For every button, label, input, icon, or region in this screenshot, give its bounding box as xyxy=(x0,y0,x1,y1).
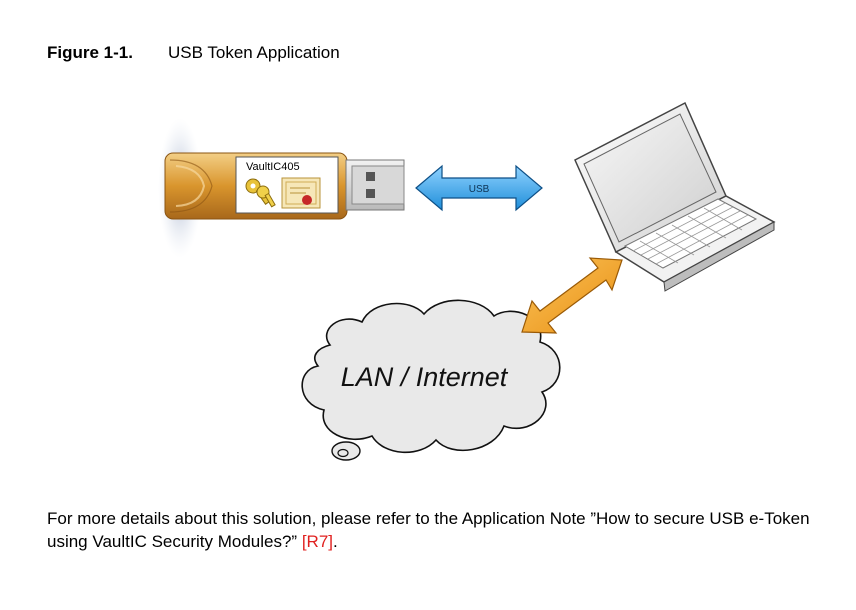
usb-arrow-label: USB xyxy=(469,184,490,195)
certificate-icon xyxy=(281,177,321,209)
token-label-text: VaultIC405 xyxy=(246,161,300,173)
cloud-label: LAN / Internet xyxy=(341,362,509,392)
keys-icon xyxy=(245,178,276,208)
usb-token-figure: VaultIC405 USB xyxy=(158,101,776,461)
reference-link[interactable]: [R7] xyxy=(301,532,333,551)
lan-connection-arrow xyxy=(521,257,623,334)
paragraph-text: For more details about this solution, pl… xyxy=(47,509,810,551)
figure-number: Figure 1-1. xyxy=(47,43,133,62)
laptop-icon xyxy=(574,101,776,292)
usb-token: VaultIC405 xyxy=(158,118,405,258)
figure-title: USB Token Application xyxy=(168,43,340,62)
usb-connection-arrow: USB xyxy=(415,164,543,212)
paragraph-end: . xyxy=(333,532,338,551)
body-paragraph: For more details about this solution, pl… xyxy=(47,507,827,553)
lan-internet-cloud: LAN / Internet xyxy=(301,299,561,461)
figure-caption: Figure 1-1. USB Token Application xyxy=(47,43,340,63)
